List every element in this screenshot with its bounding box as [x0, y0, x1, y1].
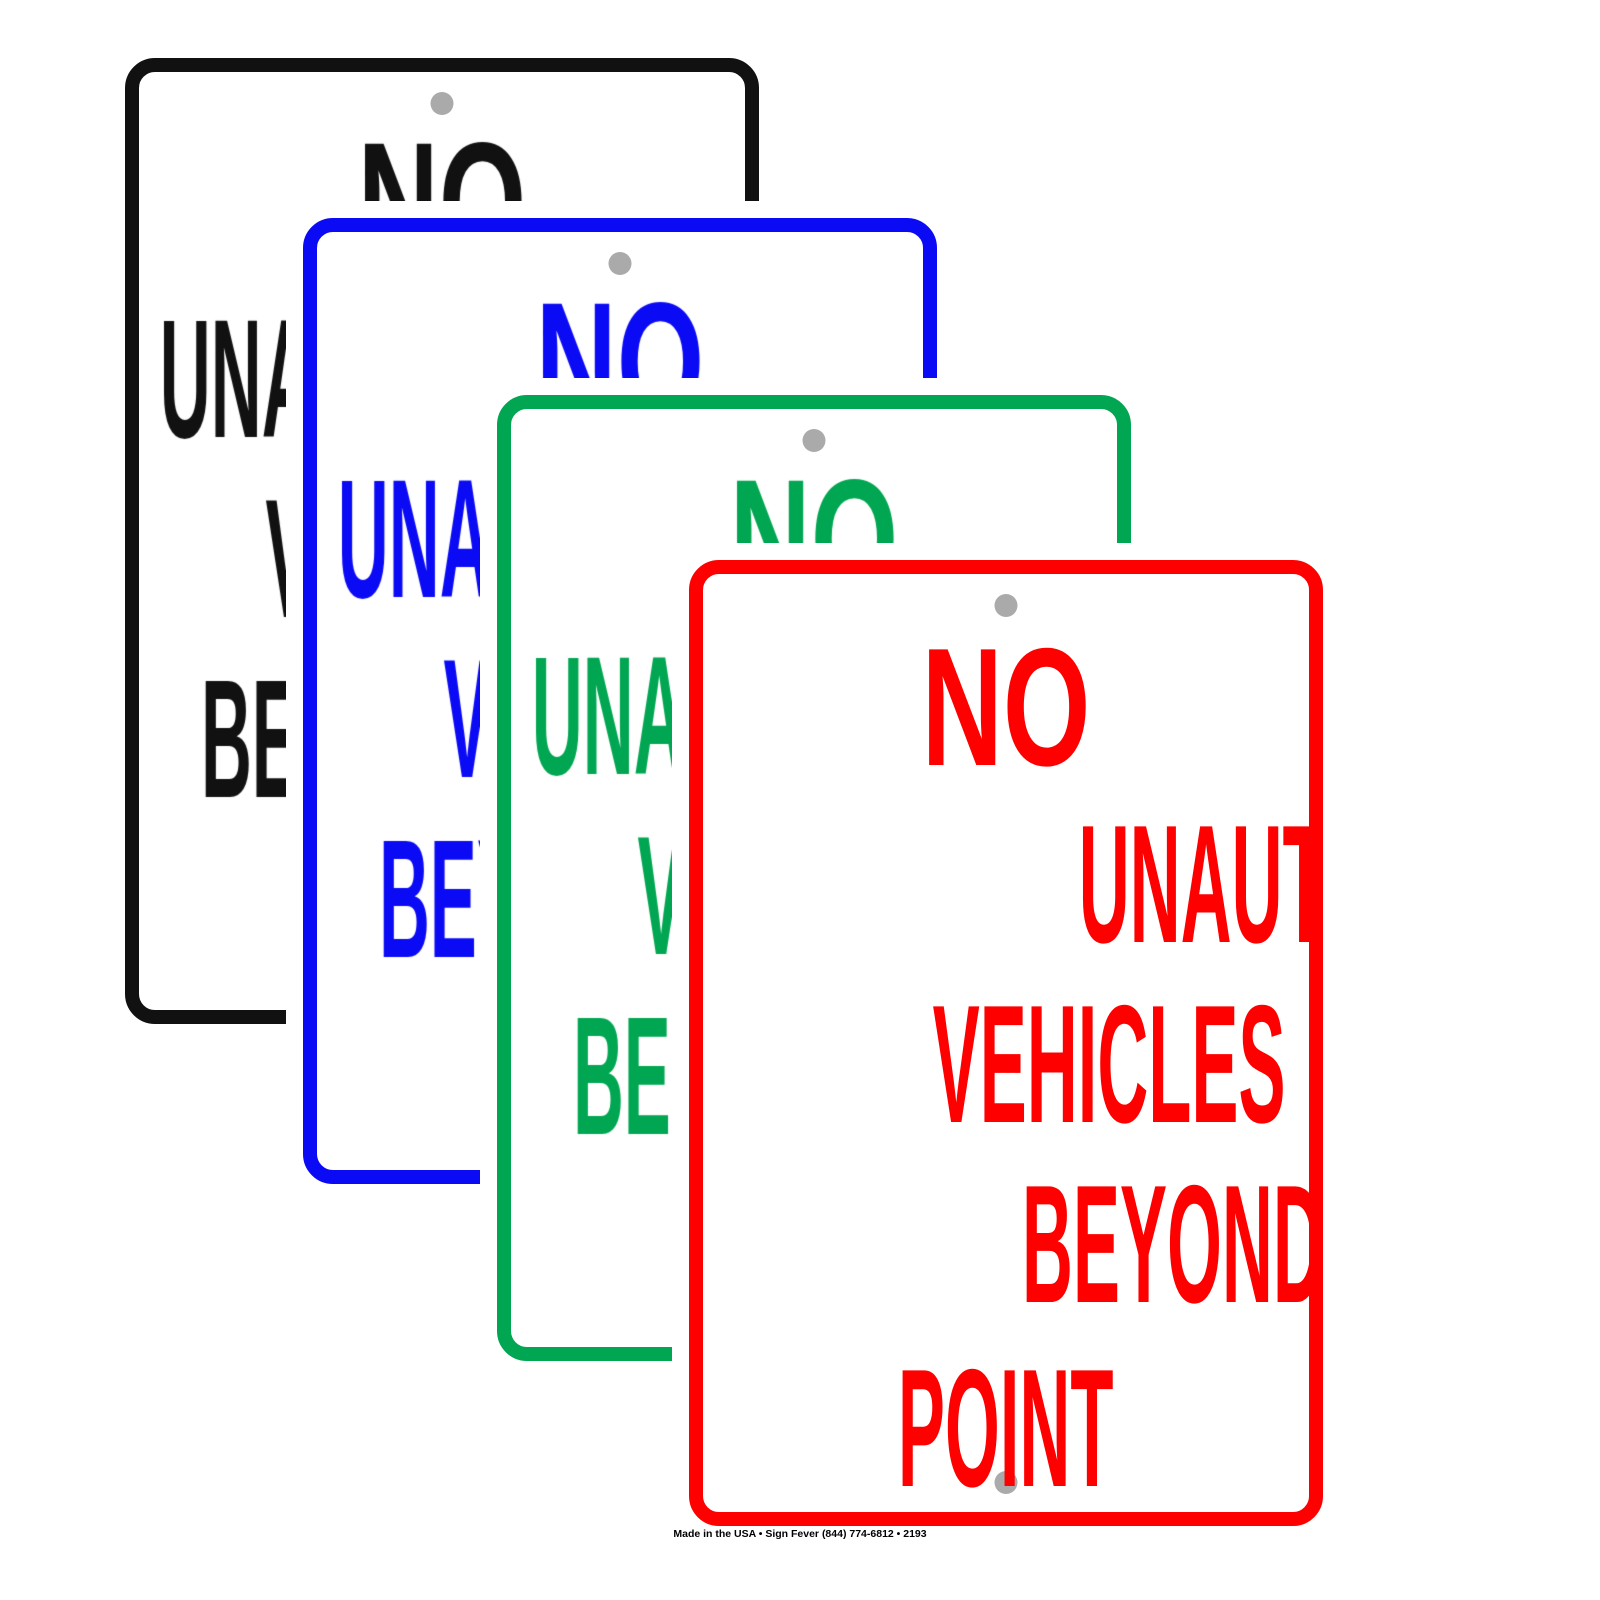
sign-red: NOUNAUTHORIZEDVEHICLESBEYOND THISPOINT: [672, 543, 1340, 1543]
sign-text-line: NO: [703, 613, 1309, 801]
mounting-hole-icon: [994, 1471, 1018, 1494]
sign-text: VEHICLES: [932, 970, 1286, 1158]
sign-text: UNAUTHORIZED: [1078, 790, 1323, 978]
sign-border: NOUNAUTHORIZEDVEHICLESBEYOND THISPOINT: [689, 560, 1323, 1526]
mounting-hole-icon: [994, 594, 1018, 617]
footer-text: Made in the USA • Sign Fever (844) 774-6…: [673, 1528, 927, 1540]
sign-text: POINT: [898, 1334, 1114, 1522]
sign-text-line: BEYOND THIS: [703, 1150, 1323, 1338]
sign-text-line: UNAUTHORIZED: [703, 790, 1323, 978]
sign-text: BEYOND THIS: [1021, 1150, 1323, 1338]
sign-text-line: VEHICLES: [703, 970, 1309, 1158]
sign-text: NO: [921, 613, 1091, 801]
sign-text-line: POINT: [703, 1334, 1309, 1522]
